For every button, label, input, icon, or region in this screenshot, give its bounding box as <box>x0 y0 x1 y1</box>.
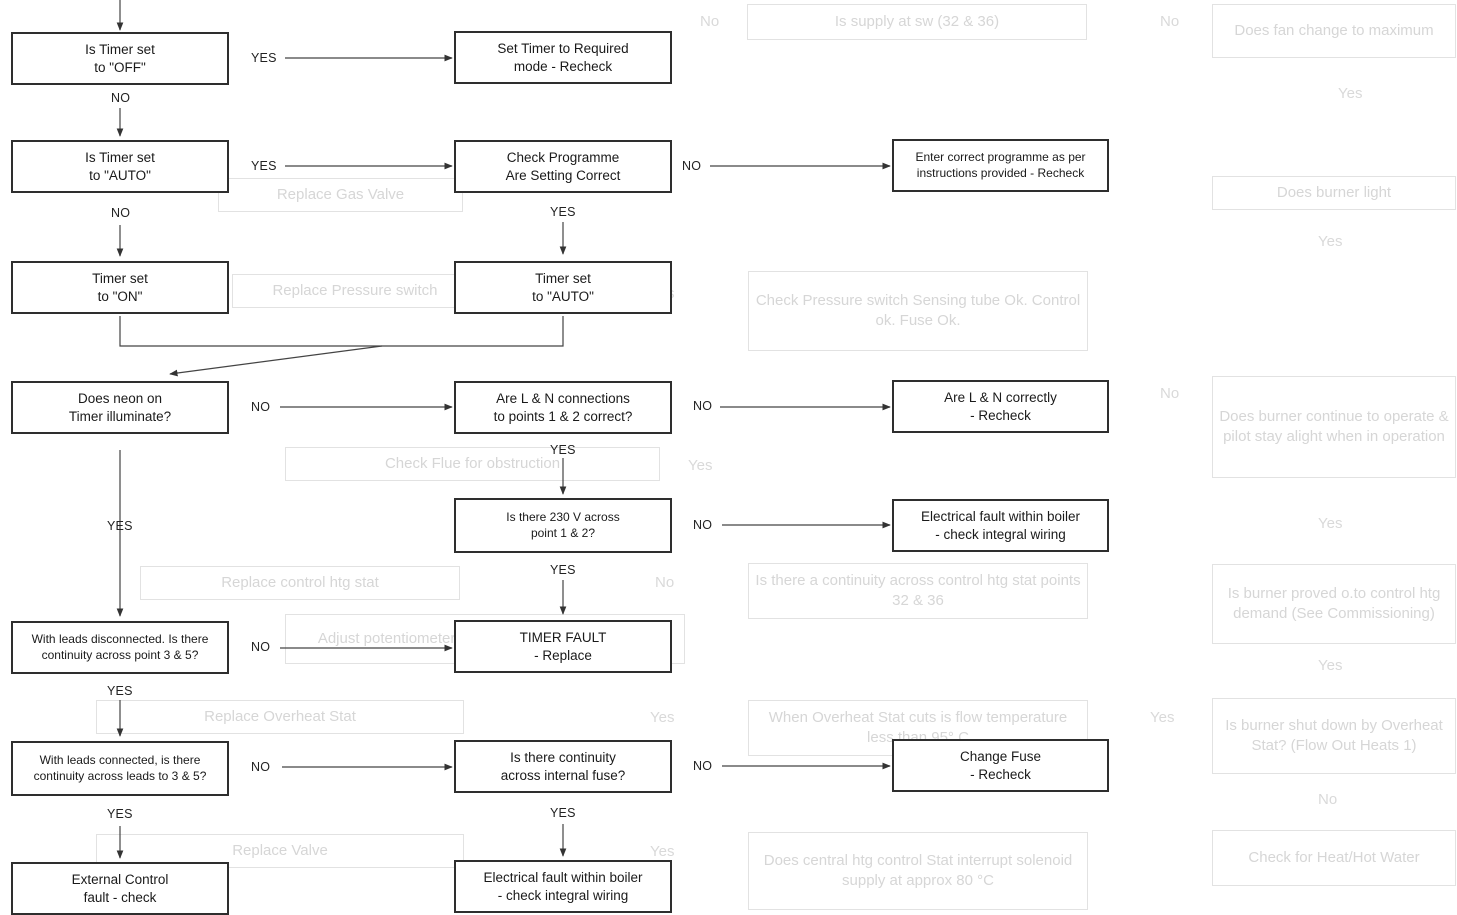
ghost-word-no: No <box>700 13 720 30</box>
box-enter-programme: Enter correct programme as per instructi… <box>892 139 1109 192</box>
label-no: NO <box>251 640 271 654</box>
label-yes: YES <box>107 807 133 821</box>
label-yes: YES <box>550 806 576 820</box>
box-timer-off: Is Timer set to "OFF" <box>11 32 229 85</box>
connector-merge <box>119 316 564 347</box>
box-internal-fuse: Is there continuity across internal fuse… <box>454 740 672 793</box>
box-timer-auto-question: Is Timer set to "AUTO" <box>11 140 229 193</box>
ghost-box-overheat-replace: Replace Overheat Stat <box>96 700 464 734</box>
box-check-programme: Check Programme Are Setting Correct <box>454 140 672 193</box>
label-no: NO <box>693 518 713 532</box>
label-no: NO <box>251 400 271 414</box>
label-yes: YES <box>550 563 576 577</box>
ghost-box-fan: Does fan change to maximum <box>1212 4 1456 58</box>
label-no: NO <box>693 759 713 773</box>
ghost-word-no: No <box>1160 13 1180 30</box>
label-no: NO <box>251 760 271 774</box>
ghost-word-yes: Yes <box>1318 515 1343 532</box>
label-yes: YES <box>550 443 576 457</box>
ghost-word-yes: Yes <box>1338 85 1363 102</box>
ghost-word-yes: Yes <box>1150 709 1175 726</box>
ghost-word-no: No <box>1318 791 1338 808</box>
ghost-box-continuity: Is there a continuity across control htg… <box>748 563 1088 619</box>
label-no: NO <box>682 159 702 173</box>
box-230v: Is there 230 V across point 1 & 2? <box>454 498 672 553</box>
ghost-box-central-htg: Does central htg control Stat interrupt … <box>748 832 1088 910</box>
ghost-word-no: No <box>1160 385 1180 402</box>
label-yes: YES <box>107 684 133 698</box>
ghost-word-no: No <box>655 574 675 591</box>
connector-merge-to-neon <box>169 345 383 377</box>
box-ln-connections: Are L & N connections to points 1 & 2 co… <box>454 381 672 434</box>
ghost-box-pressure-check: Check Pressure switch Sensing tube Ok. C… <box>748 271 1088 351</box>
box-set-timer-required: Set Timer to Required mode - Recheck <box>454 31 672 84</box>
box-timer-set-auto: Timer set to "AUTO" <box>454 261 672 314</box>
box-timer-fault: TIMER FAULT - Replace <box>454 620 672 673</box>
box-elec-fault-1: Electrical fault within boiler - check i… <box>892 499 1109 552</box>
ghost-box-replace-valve: Replace Valve <box>96 834 464 868</box>
box-elec-fault-2: Electrical fault within boiler - check i… <box>454 860 672 913</box>
ghost-box-shut-down: Is burner shut down by Overheat Stat? (F… <box>1212 698 1456 774</box>
label-yes: YES <box>251 51 277 65</box>
ghost-box-burner-continue: Does burner continue to operate & pilot … <box>1212 376 1456 478</box>
box-leads-connected: With leads connected, is there continuit… <box>11 741 229 796</box>
box-neon-illuminate: Does neon on Timer illuminate? <box>11 381 229 434</box>
ghost-box-supply: Is supply at sw (32 & 36) <box>747 4 1087 40</box>
label-yes: YES <box>107 519 133 533</box>
ghost-word-yes: Yes <box>688 457 713 474</box>
ghost-word-yes: Yes <box>1318 657 1343 674</box>
box-leads-disconnected: With leads disconnected. Is there contin… <box>11 621 229 674</box>
label-yes: YES <box>251 159 277 173</box>
box-external-control: External Control fault - check <box>11 862 229 915</box>
ghost-box-htg-stat: Replace control htg stat <box>140 566 460 600</box>
ghost-box-gas-valve: Replace Gas Valve <box>218 178 463 212</box>
ghost-box-burner-proved: Is burner proved o.to control htg demand… <box>1212 564 1456 644</box>
ghost-word-yes: Yes <box>1318 233 1343 250</box>
box-change-fuse: Change Fuse - Recheck <box>892 739 1109 792</box>
ghost-box-flue: Check Flue for obstruction <box>285 447 660 481</box>
box-timer-on: Timer set to "ON" <box>11 261 229 314</box>
label-no: NO <box>111 206 131 220</box>
label-no: NO <box>693 399 713 413</box>
ghost-box-burner-light: Does burner light <box>1212 176 1456 210</box>
ghost-box-heat-water: Check for Heat/Hot Water <box>1212 830 1456 886</box>
label-no: NO <box>111 91 131 105</box>
label-yes: YES <box>550 205 576 219</box>
ghost-word-yes: Yes <box>650 709 675 726</box>
box-ln-recheck: Are L & N correctly - Recheck <box>892 380 1109 433</box>
ghost-word-yes: Yes <box>650 843 675 860</box>
